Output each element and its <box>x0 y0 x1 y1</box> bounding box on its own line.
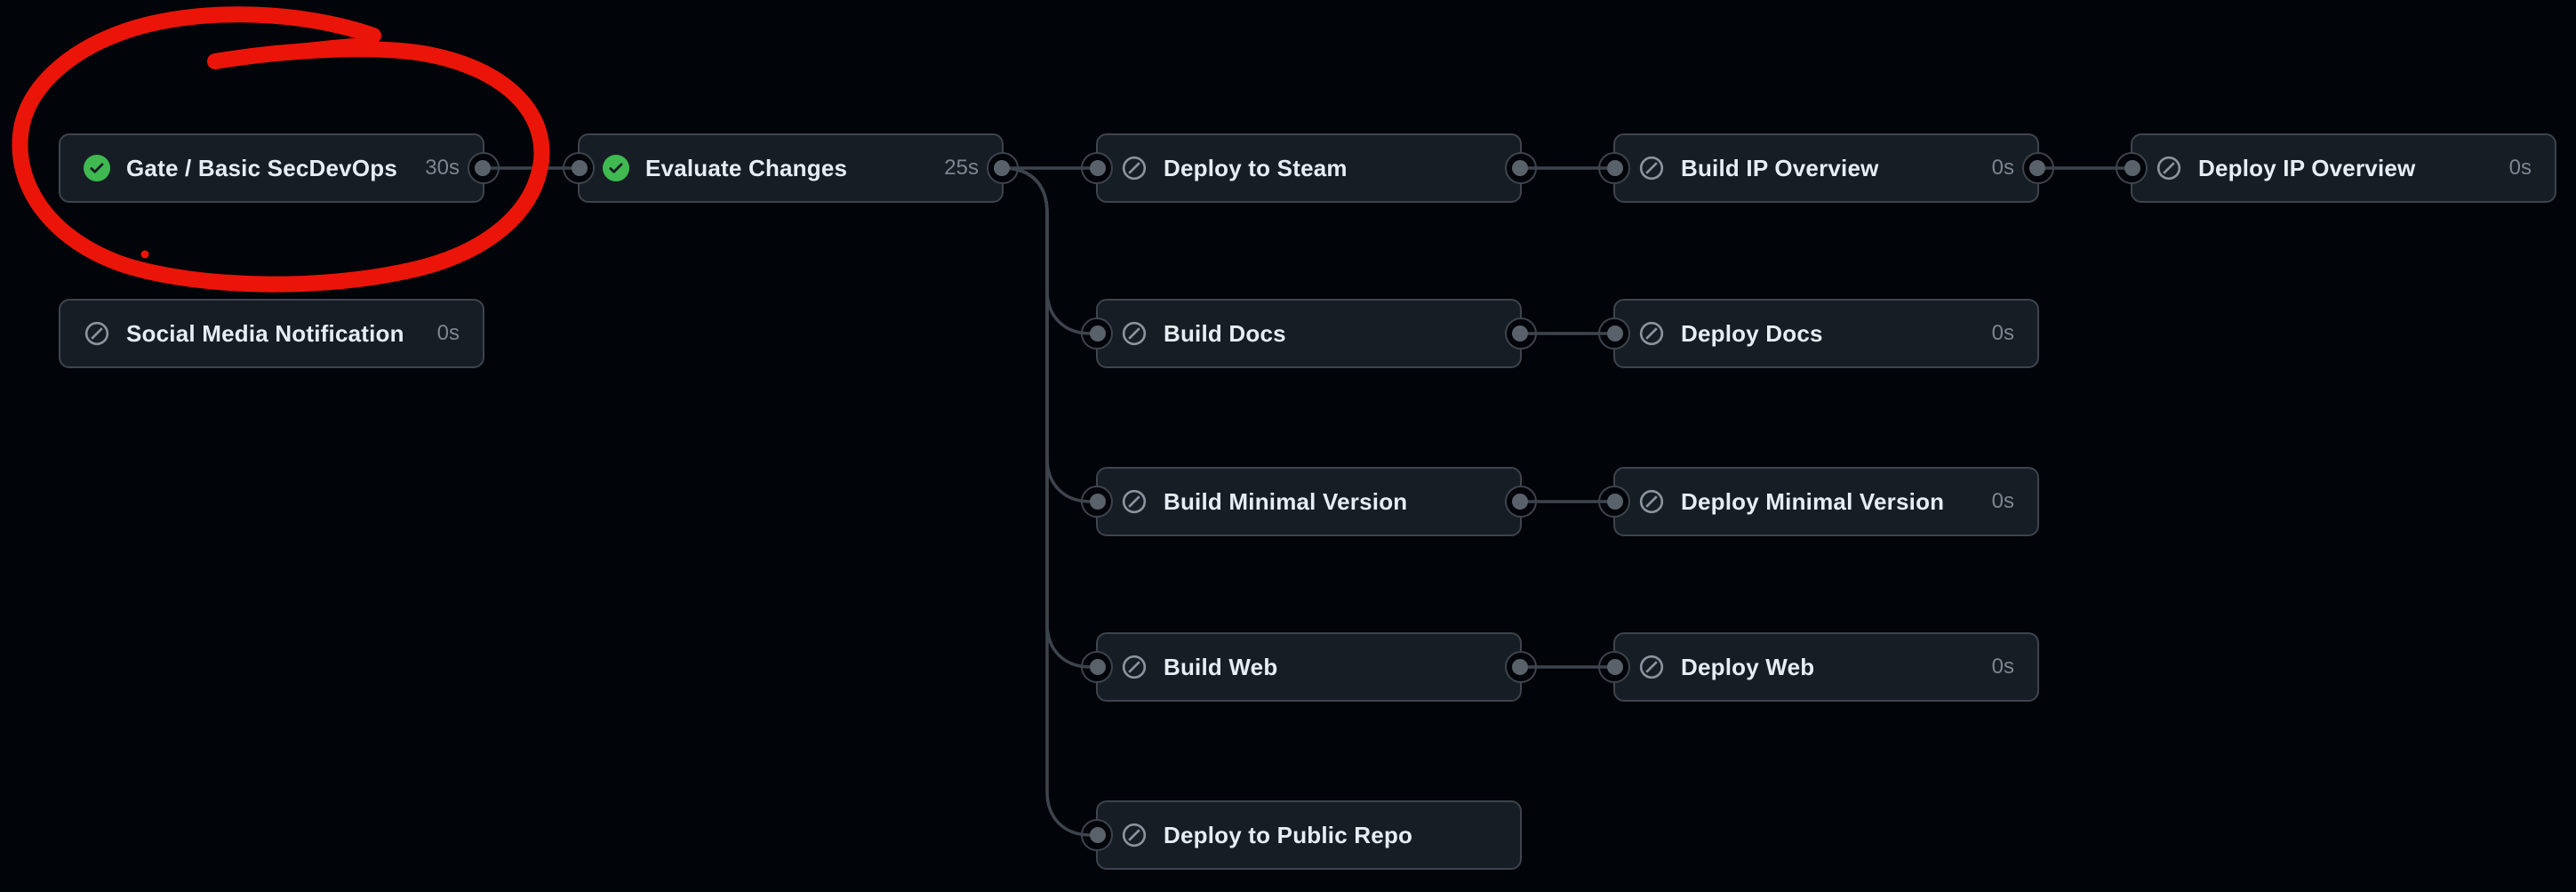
connector-dot <box>1607 659 1623 675</box>
job-node-deploy-docs[interactable]: Deploy Docs 0s <box>1598 299 2039 368</box>
job-duration: 25s <box>944 156 979 180</box>
job-node-social-media-notification[interactable]: Social Media Notification 0s <box>59 299 484 368</box>
skip-circle-icon <box>1638 155 1665 181</box>
connector-dot <box>475 160 491 176</box>
connector-dot <box>1607 494 1623 510</box>
skip-circle-icon <box>1638 488 1665 515</box>
job-label: Deploy to Public Repo <box>1164 821 1413 848</box>
job-duration: 0s <box>1991 655 2014 679</box>
check-circle-icon <box>84 155 110 181</box>
job-node-build-docs[interactable]: Build Docs <box>1081 299 1537 368</box>
connector-dot <box>1607 160 1623 176</box>
job-duration: 30s <box>425 156 460 180</box>
connector-dot <box>1090 325 1106 342</box>
job-node-deploy-to-steam[interactable]: Deploy to Steam <box>1081 133 1537 203</box>
skip-circle-icon <box>1121 320 1148 347</box>
skip-circle-icon <box>1121 488 1148 515</box>
job-node-deploy-web[interactable]: Deploy Web 0s <box>1598 632 2039 702</box>
job-duration: 0s <box>1991 321 2014 345</box>
job-node-deploy-ip-overview[interactable]: Deploy IP Overview 0s <box>2116 133 2556 203</box>
connector-dot <box>1512 325 1528 342</box>
connector-dot <box>1090 659 1106 675</box>
skip-circle-icon <box>1121 822 1148 848</box>
job-label: Build IP Overview <box>1681 154 1879 181</box>
job-node-deploy-to-public-repo[interactable]: Deploy to Public Repo <box>1081 800 1522 870</box>
job-label: Social Media Notification <box>126 319 404 347</box>
job-node-build-ip-overview[interactable]: Build IP Overview 0s <box>1598 133 2054 203</box>
job-label: Deploy Web <box>1681 653 1815 680</box>
job-duration: 0s <box>436 321 460 345</box>
connector-dot <box>1512 160 1528 176</box>
job-label: Deploy IP Overview <box>2198 154 2416 181</box>
connector-dot <box>1090 494 1106 510</box>
job-label: Build Minimal Version <box>1164 487 1408 515</box>
skip-circle-icon <box>2156 155 2182 181</box>
connector-dot <box>994 160 1010 176</box>
connector-dot <box>1090 160 1106 176</box>
job-node-build-minimal-version[interactable]: Build Minimal Version <box>1081 467 1537 536</box>
job-label: Build Docs <box>1164 319 1286 347</box>
skip-circle-icon <box>1638 320 1665 347</box>
job-node-evaluate-changes[interactable]: Evaluate Changes 25s <box>563 133 1019 203</box>
job-duration: 0s <box>1991 156 2014 180</box>
connector-dot <box>1090 827 1106 843</box>
skip-circle-icon <box>84 320 110 347</box>
skip-circle-icon <box>1121 654 1148 680</box>
connector-dot <box>1512 494 1528 510</box>
job-label: Gate / Basic SecDevOps <box>126 154 397 181</box>
job-label: Deploy to Steam <box>1164 154 1348 181</box>
connector-dot <box>1512 659 1528 675</box>
job-label: Deploy Docs <box>1681 319 1823 347</box>
job-label: Deploy Minimal Version <box>1681 487 1945 515</box>
skip-circle-icon <box>1121 155 1148 181</box>
job-duration: 0s <box>1991 489 2014 513</box>
skip-circle-icon <box>1638 654 1665 680</box>
connector-dot <box>1607 325 1623 342</box>
job-label: Build Web <box>1164 653 1278 680</box>
job-node-gate-basic-secdevops[interactable]: Gate / Basic SecDevOps 30s <box>59 133 500 203</box>
connector-dot <box>2124 160 2140 176</box>
job-node-deploy-minimal-version[interactable]: Deploy Minimal Version 0s <box>1598 467 2039 536</box>
check-circle-icon <box>603 155 629 181</box>
job-label: Evaluate Changes <box>645 154 848 181</box>
connector-dot <box>2029 160 2045 176</box>
connector-dot <box>572 160 588 176</box>
job-duration: 0s <box>2508 156 2532 180</box>
job-node-build-web[interactable]: Build Web <box>1081 632 1537 702</box>
